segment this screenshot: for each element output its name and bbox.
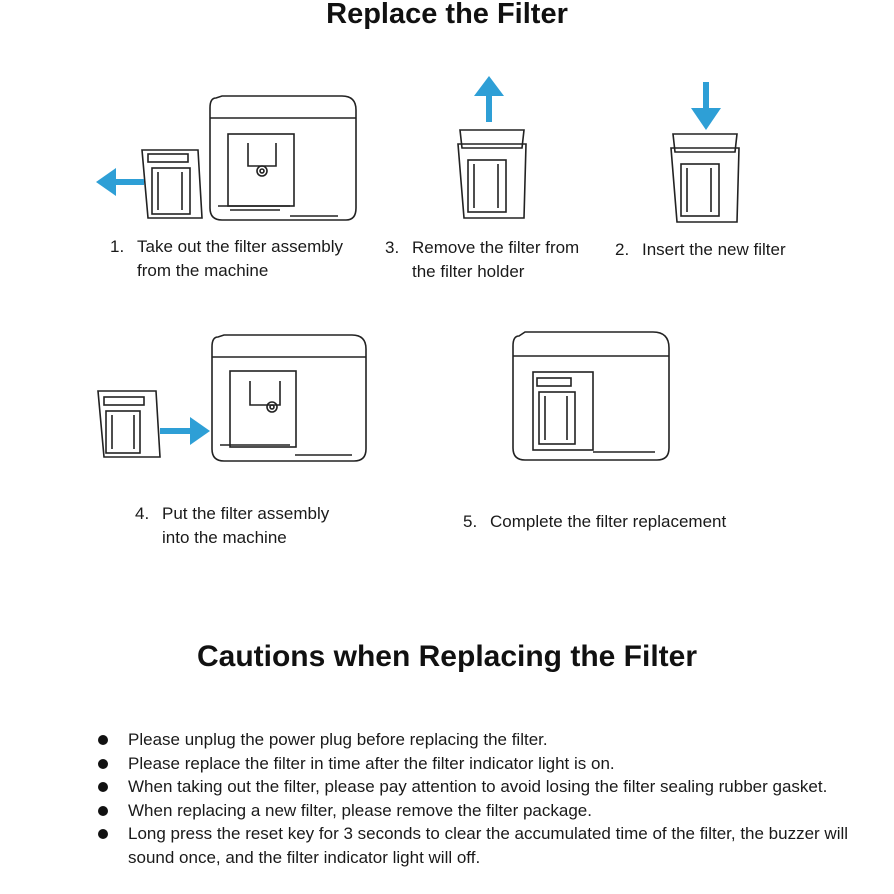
filter-cartridge xyxy=(459,129,525,149)
step-caption-5: 5. Complete the filter replacement xyxy=(463,510,726,534)
caution-item: When replacing a new filter, please remo… xyxy=(94,799,854,823)
filter-assembly xyxy=(141,149,203,219)
caution-item: Long press the reset key for 3 seconds t… xyxy=(94,822,854,869)
step-text-line1: Remove the filter from xyxy=(412,238,580,257)
cautions-title: Cautions when Replacing the Filter xyxy=(196,640,698,673)
page-title: Replace the Filter xyxy=(326,0,568,30)
step-number: 5. xyxy=(463,512,478,531)
caution-item: When taking out the filter, please pay a… xyxy=(94,775,854,799)
step-number: 3. xyxy=(385,238,400,257)
water-port xyxy=(256,165,268,177)
filter-holder xyxy=(457,143,527,219)
step-text-line2: into the machine xyxy=(162,528,287,547)
caution-item: Please replace the filter in time after … xyxy=(94,752,854,776)
step-number: 4. xyxy=(135,504,150,523)
step-number: 1. xyxy=(110,237,125,256)
step-caption-1: 1. Take out the filter assembly from the … xyxy=(110,235,343,283)
arrow-up-icon xyxy=(474,76,504,122)
illustration-step3 xyxy=(457,76,527,219)
step-number: 2. xyxy=(615,240,630,259)
step-caption-2: 2. Insert the new filter xyxy=(615,238,786,262)
step-text-line2: from the machine xyxy=(137,261,269,280)
step-caption-3: 3. Remove the filter from the filter hold… xyxy=(385,236,579,284)
step-text-line2: the filter holder xyxy=(412,262,525,281)
cautions-list: Please unplug the power plug before repl… xyxy=(94,728,854,870)
arrow-right-icon xyxy=(160,417,210,445)
step-text-line1: Complete the filter replacement xyxy=(490,512,727,531)
illustration-step2 xyxy=(670,82,740,223)
step-caption-4: 4. Put the filter assembly into the machi… xyxy=(135,502,329,550)
illustration-step5 xyxy=(512,331,670,461)
caution-item: Please unplug the power plug before repl… xyxy=(94,728,854,752)
illustration-step4 xyxy=(97,334,367,462)
illustration-step1 xyxy=(96,95,357,221)
step-text-line1: Insert the new filter xyxy=(642,240,786,259)
arrow-left-icon xyxy=(96,168,144,196)
arrow-down-icon xyxy=(691,82,721,130)
step-text-line1: Take out the filter assembly xyxy=(137,237,343,256)
step-text-line1: Put the filter assembly xyxy=(162,504,330,523)
machine-body xyxy=(209,95,357,221)
